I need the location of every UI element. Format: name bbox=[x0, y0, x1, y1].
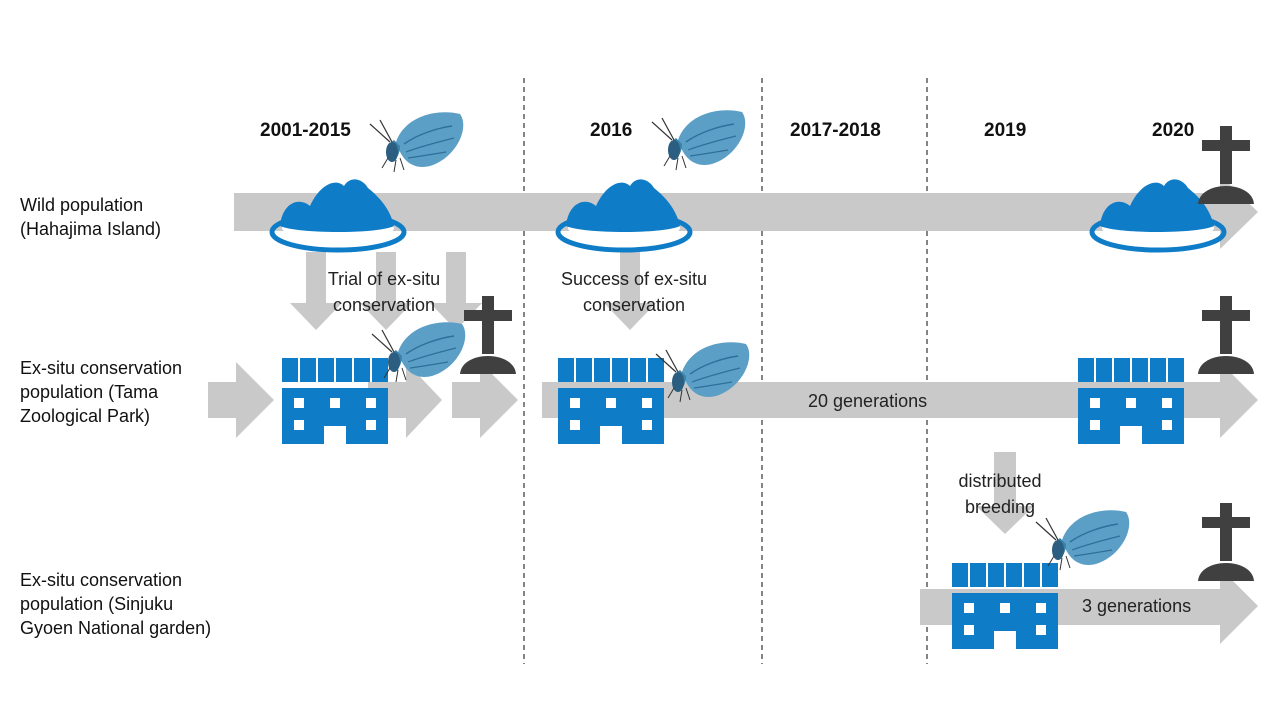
tama-trial-arrow-1 bbox=[208, 362, 274, 438]
island-icon bbox=[272, 179, 404, 250]
building-icon bbox=[558, 358, 664, 444]
down-arrow-distributed bbox=[976, 452, 1034, 534]
down-arrow-success bbox=[604, 252, 656, 330]
down-arrow-trial-2 bbox=[360, 252, 412, 330]
grave-icon bbox=[1198, 126, 1254, 204]
note-success: Success of ex-situ conservation bbox=[540, 266, 728, 318]
note-success-line2: conservation bbox=[582, 295, 686, 315]
period-2019: 2019 bbox=[984, 120, 1027, 141]
row-label-sinjuku-line3: Gyoen National garden) bbox=[20, 618, 212, 638]
row-label-tama-line1: Ex-situ conservation bbox=[20, 358, 183, 378]
period-2017-2018: 2017-2018 bbox=[790, 120, 881, 141]
row-label-sinjuku-line1: Ex-situ conservation bbox=[20, 570, 183, 590]
note-trial-line1: Trial of ex-situ bbox=[327, 269, 441, 289]
note-trial: Trial of ex-situ conservation bbox=[300, 266, 468, 318]
island-icon bbox=[558, 179, 690, 250]
period-2020: 2020 bbox=[1152, 120, 1195, 141]
building-icon bbox=[282, 358, 388, 444]
butterfly-icon bbox=[369, 111, 464, 173]
note-distributed: distributed breeding bbox=[940, 468, 1060, 520]
butterfly-icon bbox=[651, 109, 746, 171]
building-icon bbox=[1078, 358, 1184, 444]
note-distributed-line2: breeding bbox=[964, 497, 1036, 517]
down-arrow-trial-1 bbox=[290, 252, 342, 330]
generations-tama: 20 generations bbox=[808, 391, 928, 411]
row-label-wild-line2: (Hahajima Island) bbox=[20, 219, 162, 239]
tama-main-arrow bbox=[542, 362, 1258, 438]
row-label-sinjuku-line2: population (Sinjuku bbox=[20, 594, 174, 614]
generations-sinjuku: 3 generations bbox=[1082, 596, 1192, 616]
island-icon bbox=[1092, 179, 1224, 250]
note-distributed-line1: distributed bbox=[958, 471, 1042, 491]
grave-icon bbox=[1198, 503, 1254, 581]
note-success-line1: Success of ex-situ bbox=[560, 269, 708, 289]
tama-trial-arrow-2 bbox=[368, 362, 442, 438]
period-2001-2015: 2001-2015 bbox=[260, 120, 351, 141]
row-label-sinjuku: Ex-situ conservation population (Sinjuku… bbox=[20, 568, 211, 640]
row-label-wild-line1: Wild population bbox=[20, 195, 144, 215]
wild-population-arrow bbox=[234, 175, 1258, 249]
row-label-tama-line2: population (Tama bbox=[20, 382, 159, 402]
row-label-tama: Ex-situ conservation population (Tama Zo… bbox=[20, 356, 182, 428]
period-2016: 2016 bbox=[590, 120, 633, 141]
row-label-tama-line3: Zoological Park) bbox=[20, 406, 151, 426]
note-trial-line2: conservation bbox=[332, 295, 436, 315]
grave-icon bbox=[1198, 296, 1254, 374]
tama-trial-arrow-3 bbox=[452, 362, 518, 438]
row-label-wild: Wild population (Hahajima Island) bbox=[20, 193, 161, 241]
building-icon bbox=[952, 563, 1058, 649]
